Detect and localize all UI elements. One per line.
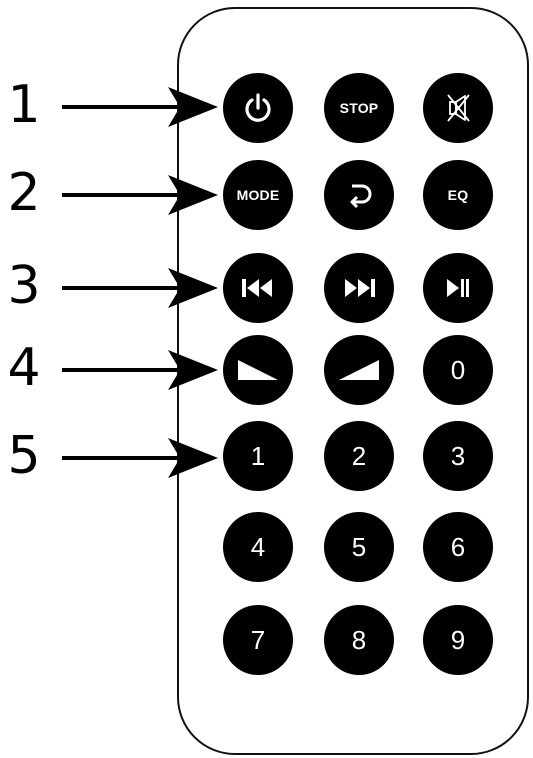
digit-6-label: 6 xyxy=(450,531,466,562)
play-pause-icon xyxy=(447,279,469,297)
digit-7-label: 7 xyxy=(250,624,266,655)
callout-4: 4 xyxy=(7,338,41,398)
callout-arrow-5 xyxy=(62,438,218,478)
volume-up-button[interactable] xyxy=(324,335,394,405)
digit-8-button[interactable]: 8 xyxy=(324,605,394,675)
callout-5: 5 xyxy=(7,426,41,486)
repeat-icon xyxy=(350,184,372,209)
previous-track-button[interactable] xyxy=(223,253,293,323)
digit-9-label: 9 xyxy=(450,624,466,655)
digit-6-button[interactable]: 6 xyxy=(423,512,493,582)
volume-down-button[interactable] xyxy=(223,335,293,405)
callout-2: 2 xyxy=(7,163,41,223)
digit-9-button[interactable]: 9 xyxy=(423,605,493,675)
callout-arrow-1 xyxy=(62,87,218,127)
mute-icon xyxy=(447,94,470,122)
callout-arrow-3 xyxy=(62,268,218,308)
power-icon xyxy=(245,93,271,122)
digit-0-button[interactable]: 0 xyxy=(423,335,493,405)
digit-5-button[interactable]: 5 xyxy=(324,512,394,582)
digit-1-button[interactable]: 1 xyxy=(223,421,293,491)
stop-label: STOP xyxy=(339,100,379,116)
callout-1: 1 xyxy=(7,75,41,135)
callout-3: 3 xyxy=(7,256,41,316)
repeat-button[interactable] xyxy=(324,160,394,230)
volume-down-icon xyxy=(238,360,278,380)
digit-5-label: 5 xyxy=(351,531,367,562)
digit-1-label: 1 xyxy=(250,440,266,471)
stop-button[interactable]: STOP xyxy=(324,73,394,143)
digit-0-label: 0 xyxy=(450,354,466,385)
callout-arrow-4 xyxy=(62,350,218,390)
volume-up-icon xyxy=(339,360,379,380)
eq-button[interactable]: EQ xyxy=(423,160,493,230)
eq-label: EQ xyxy=(447,187,469,203)
digit-8-label: 8 xyxy=(351,624,367,655)
digit-4-label: 4 xyxy=(250,531,266,562)
play-pause-button[interactable] xyxy=(423,253,493,323)
digit-4-button[interactable]: 4 xyxy=(223,512,293,582)
mute-button[interactable] xyxy=(423,73,493,143)
mode-label: MODE xyxy=(236,187,280,203)
power-button[interactable] xyxy=(223,73,293,143)
digit-3-button[interactable]: 3 xyxy=(423,421,493,491)
digit-2-label: 2 xyxy=(351,440,367,471)
skip-next-icon xyxy=(345,279,375,297)
next-track-button[interactable] xyxy=(324,253,394,323)
digit-2-button[interactable]: 2 xyxy=(324,421,394,491)
digit-7-button[interactable]: 7 xyxy=(223,605,293,675)
digit-3-label: 3 xyxy=(450,440,466,471)
skip-previous-icon xyxy=(242,279,272,297)
callout-arrow-2 xyxy=(62,175,218,215)
mode-button[interactable]: MODE xyxy=(223,160,293,230)
